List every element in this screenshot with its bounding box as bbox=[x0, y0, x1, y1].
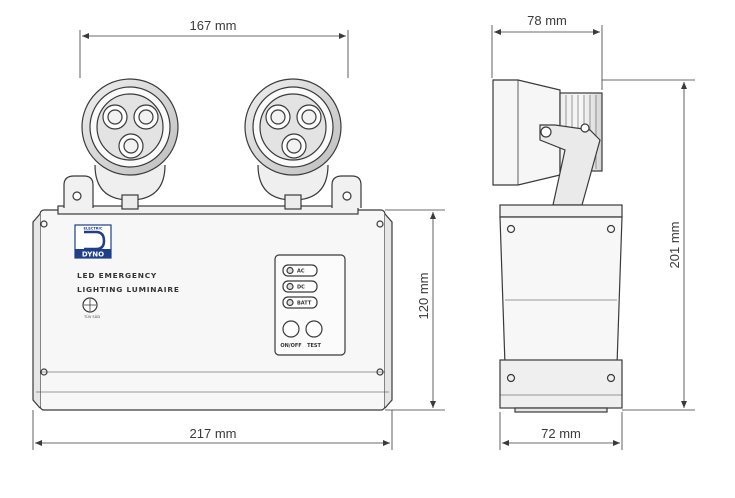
on-off-button bbox=[282, 320, 300, 338]
button-label-test: TEST bbox=[307, 343, 321, 349]
front-view bbox=[32, 78, 393, 411]
lamp-head-right bbox=[244, 78, 342, 210]
test-button bbox=[305, 320, 323, 338]
side-view bbox=[492, 79, 623, 413]
cert-mark-label: TÜV SÜD bbox=[83, 314, 100, 319]
dim-label-201: 201 mm bbox=[667, 222, 682, 269]
dim-label-217: 217 mm bbox=[190, 426, 237, 441]
side-body-base bbox=[499, 359, 623, 409]
front-top-plate bbox=[57, 205, 359, 215]
product-name-line2: LIGHTING LUMINAIRE bbox=[77, 285, 180, 294]
side-body bbox=[499, 216, 623, 366]
right-end-cap bbox=[384, 213, 393, 409]
dim-label-120: 120 mm bbox=[416, 273, 431, 320]
dim-label-72: 72 mm bbox=[541, 426, 581, 441]
indicator-label-ac: AC bbox=[297, 269, 305, 275]
product-name-line1: LED EMERGENCY bbox=[77, 271, 157, 280]
indicator-label-batt: BATT bbox=[297, 301, 312, 307]
left-end-cap bbox=[32, 213, 41, 409]
lamp-head-left bbox=[81, 78, 179, 210]
side-body-top bbox=[499, 204, 623, 218]
dim-label-167: 167 mm bbox=[190, 18, 237, 33]
dim-label-78: 78 mm bbox=[527, 13, 567, 28]
indicator-label-dc: DC bbox=[297, 285, 305, 291]
logo-d-icon bbox=[84, 230, 106, 251]
dimension-lines bbox=[32, 25, 695, 450]
button-label-on-off: ON/OFF bbox=[280, 343, 301, 349]
logo-brand-name: DYNO bbox=[82, 251, 104, 259]
logo-brand-top: ELECTRIC bbox=[83, 227, 102, 231]
